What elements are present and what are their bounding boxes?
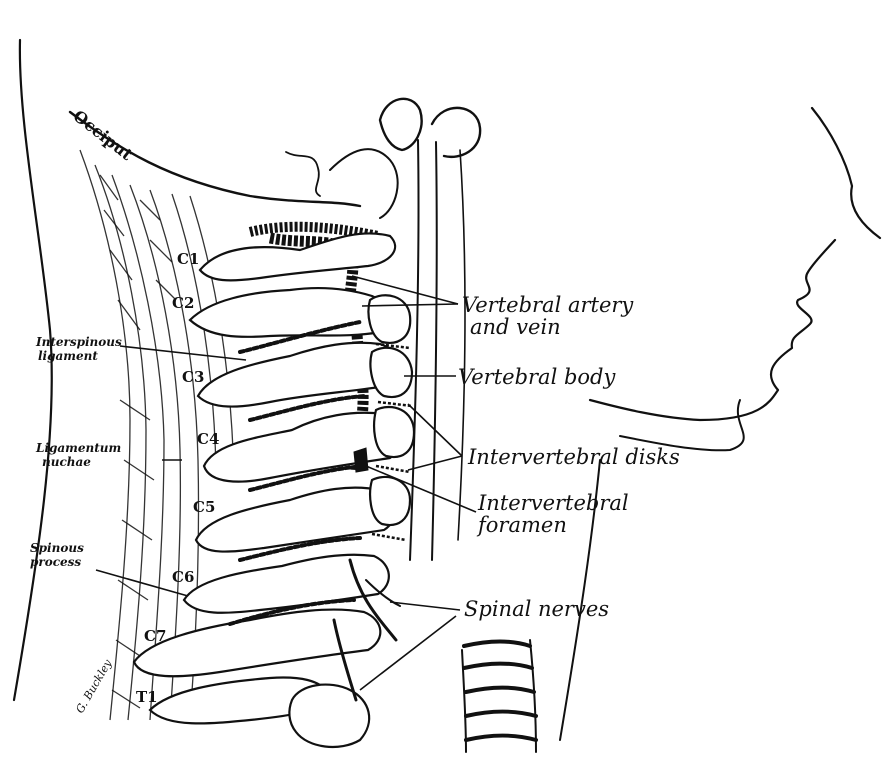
anterior-ligament-line-2 <box>432 142 437 560</box>
label-interspinous-2: ligament <box>38 349 98 363</box>
vertebra-c7 <box>134 610 380 677</box>
vertebral-bodies <box>369 295 415 540</box>
face-lower-outline <box>590 240 835 420</box>
label-ligamentum-1: Ligamentum <box>35 441 121 455</box>
label-c4: C4 <box>197 430 219 448</box>
pharynx-line <box>458 150 465 540</box>
label-interspinous-1: Interspinous <box>35 335 122 349</box>
body-c5 <box>370 477 410 525</box>
leader-interspinous <box>120 346 246 360</box>
anterior-ligament-line-1 <box>410 140 419 560</box>
label-c5: C5 <box>193 498 215 516</box>
skull-base-outline <box>330 149 398 218</box>
foramen-mark <box>354 448 368 472</box>
mastoid-outline <box>432 108 480 157</box>
label-vertebral-artery-2: and vein <box>470 315 561 339</box>
artist-signature: G. Buckley <box>73 657 114 716</box>
label-c7: C7 <box>144 627 166 645</box>
label-ligamentum-2: nuchae <box>42 455 91 469</box>
label-t1: T1 <box>136 688 158 706</box>
first-rib <box>289 685 369 747</box>
neck-back-outline <box>14 40 52 700</box>
disk-4 <box>372 534 406 540</box>
label-spinal-nerves: Spinal nerves <box>464 597 609 621</box>
styloid-outline <box>286 152 320 196</box>
label-intervertebral-disks: Intervertebral disks <box>467 445 680 469</box>
vertebra-c4 <box>204 413 401 482</box>
vertebra-c2 <box>190 288 391 337</box>
label-spinous-1: Spinous <box>30 541 84 555</box>
disk-3 <box>376 466 410 472</box>
label-c1: C1 <box>177 250 199 268</box>
body-c4 <box>374 407 414 457</box>
body-c2 <box>369 295 411 343</box>
label-vertebral-body: Vertebral body <box>458 365 616 389</box>
label-occiput: Occiput <box>70 106 137 164</box>
ear-outline <box>380 99 422 150</box>
chin-outline <box>620 400 744 450</box>
label-c6: C6 <box>172 568 194 586</box>
body-c3 <box>371 348 413 397</box>
vertebra-c5 <box>196 488 395 552</box>
label-vertebral-artery-1: Vertebral artery <box>462 293 634 317</box>
trachea <box>462 640 536 752</box>
label-intervertebral-foramen-1: Intervertebral <box>477 491 629 515</box>
label-spinous-2: process <box>30 555 81 569</box>
label-c3: C3 <box>182 368 204 386</box>
label-intervertebral-foramen-2: foramen <box>476 513 567 537</box>
face-profile-outline <box>812 108 880 238</box>
label-c2: C2 <box>172 294 194 312</box>
disk-2 <box>378 402 412 406</box>
